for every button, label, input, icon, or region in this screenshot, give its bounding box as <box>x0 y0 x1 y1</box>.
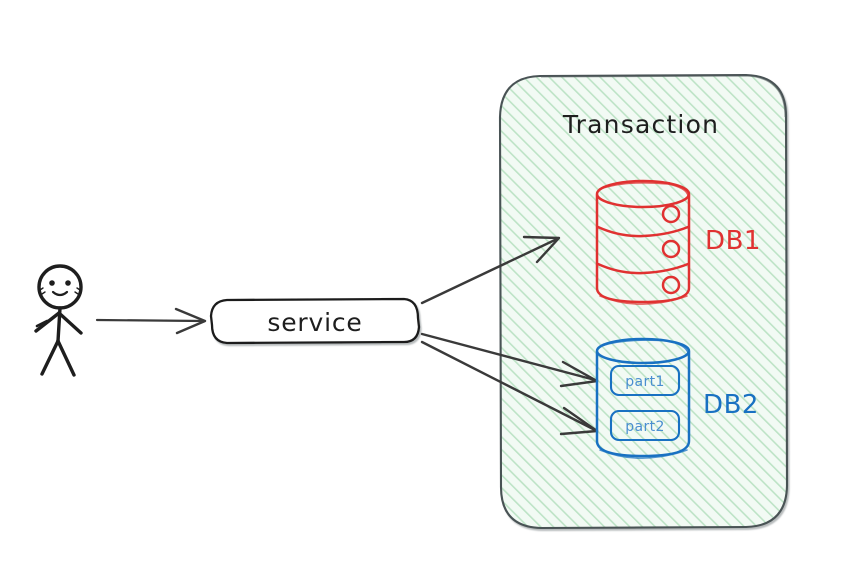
person-blush-right <box>74 287 81 295</box>
arrow-user-to-service-line <box>95 318 205 323</box>
db2-partition-label-1: part1 <box>625 374 665 390</box>
db2-cylinder-body <box>595 350 691 458</box>
db1-label: DB1 <box>705 226 761 256</box>
db2-cylinder-top <box>595 337 691 365</box>
db1-cylinder-body <box>595 193 691 304</box>
arrow-user-to-service-head <box>174 307 207 335</box>
arrow-service-to-part2-line <box>420 340 597 432</box>
arrow-service-to-db1-line <box>420 237 559 305</box>
person-arm-left-hand <box>35 319 49 328</box>
person-leg-right <box>56 339 76 377</box>
person-eye-right <box>65 280 71 286</box>
person-arm-right <box>57 311 83 335</box>
db1-node[interactable] <box>595 179 691 305</box>
transaction-boundary-sketch-overlay <box>540 75 786 118</box>
stick-figure-user <box>34 264 83 377</box>
person-leg-left <box>40 339 60 376</box>
transaction-title: Transaction <box>562 110 719 139</box>
arrow-user-to-service <box>95 307 207 335</box>
service-box[interactable] <box>209 297 421 345</box>
person-eye-left <box>49 280 55 286</box>
db1-bottom-sketch <box>599 295 688 305</box>
arrow-service-to-part1-line <box>420 332 597 382</box>
db2-partition-label-2: part2 <box>625 419 665 435</box>
db1-indicator-3 <box>661 275 681 295</box>
db1-cylinder-top <box>595 179 691 209</box>
person-blush-left <box>39 287 46 295</box>
db2-partition-box-2[interactable] <box>609 409 681 442</box>
person-smile <box>51 290 69 297</box>
db1-band-2 <box>596 262 690 275</box>
db2-partition-box-1[interactable] <box>609 364 681 397</box>
db2-cylinder-top-sketch <box>600 339 689 354</box>
db2-label: DB2 <box>703 390 759 420</box>
person-head-icon <box>37 264 83 310</box>
db1-indicator-1 <box>661 204 681 224</box>
arrow-service-to-db1 <box>420 235 561 305</box>
db1-band-1 <box>596 225 690 238</box>
service-node[interactable]: service <box>209 297 421 345</box>
db1-indicator-2 <box>661 239 681 259</box>
db1-cylinder-top-sketch <box>599 181 689 197</box>
service-label: service <box>267 308 362 337</box>
arrow-service-to-db1-head <box>522 235 561 264</box>
db2-bottom-sketch <box>599 449 688 459</box>
db2-node[interactable] <box>595 337 691 459</box>
